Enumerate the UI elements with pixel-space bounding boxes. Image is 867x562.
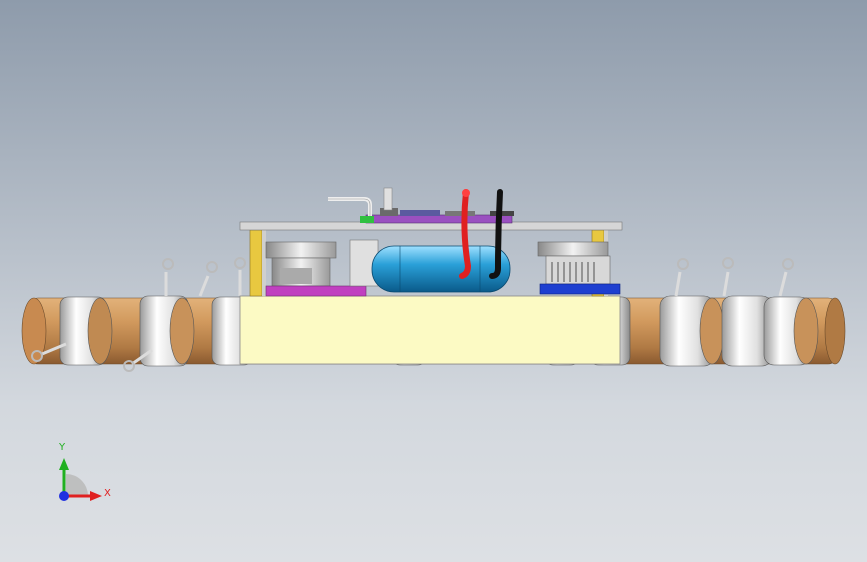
- triad-x-label: X: [104, 488, 111, 499]
- left-motor: [265, 241, 367, 297]
- orientation-triad: [59, 458, 102, 501]
- black-antenna: [489, 189, 503, 279]
- battery-pack: [349, 239, 511, 293]
- electronics-housing[interactable]: [239, 295, 621, 365]
- right-motor: [537, 241, 621, 295]
- top-circuit-board[interactable]: [239, 208, 623, 231]
- triad-y-label: Y: [59, 442, 66, 453]
- red-antenna: [459, 189, 472, 279]
- eye-hooks: [31, 257, 794, 372]
- white-pipe: [328, 197, 372, 216]
